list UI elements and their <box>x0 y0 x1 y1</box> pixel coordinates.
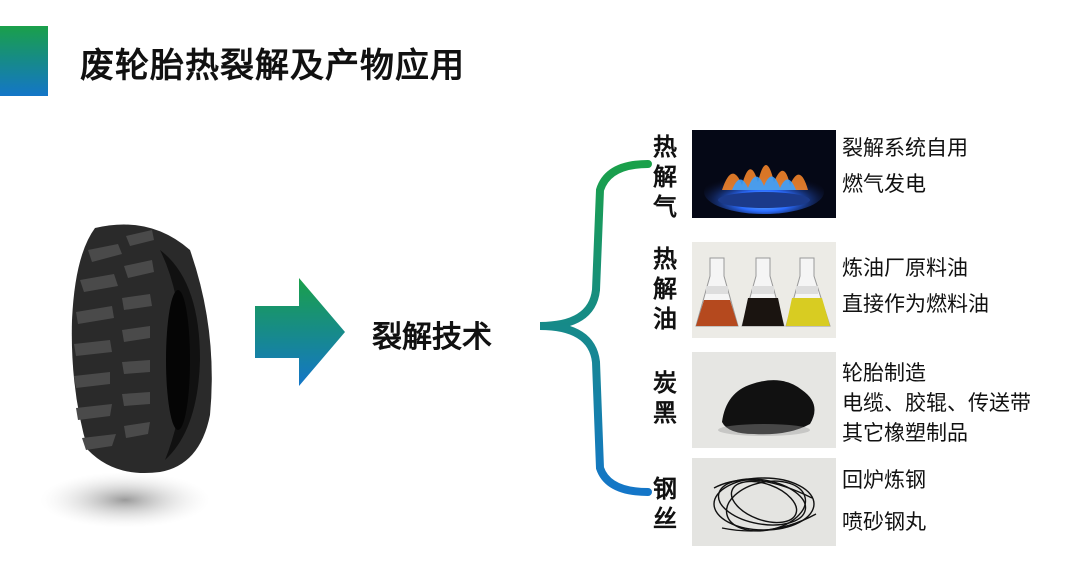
uses-steel-wire: 回炉炼钢 喷砂钢丸 <box>842 466 926 536</box>
title-accent-bar <box>0 26 48 96</box>
oil-flasks-photo <box>692 242 836 338</box>
product-name-steel-wire: 钢 丝 <box>653 475 677 533</box>
use-item: 轮胎制造 <box>842 361 926 385</box>
brace-connector <box>530 150 660 510</box>
product-name-gas: 热 解 气 <box>653 133 677 221</box>
carbon-black-photo <box>692 352 836 448</box>
use-item: 其它橡塑制品 <box>842 421 968 445</box>
page-title: 废轮胎热裂解及产物应用 <box>80 46 465 86</box>
product-name-carbon-black: 炭 黑 <box>653 369 677 427</box>
use-item: 直接作为燃料油 <box>842 292 989 316</box>
use-item: 裂解系统自用 <box>842 136 968 160</box>
tire-image <box>40 210 230 540</box>
process-label: 裂解技术 <box>372 320 492 355</box>
uses-oil: 炼油厂原料油 直接作为燃料油 <box>842 254 989 318</box>
uses-carbon-black: 轮胎制造 电缆、胶辊、传送带 其它橡塑制品 <box>842 358 1031 448</box>
use-item: 回炉炼钢 <box>842 468 926 492</box>
flame-photo <box>692 130 836 218</box>
use-item: 炼油厂原料油 <box>842 256 968 280</box>
steel-wire-photo <box>692 458 836 546</box>
use-item: 喷砂钢丸 <box>842 510 926 534</box>
right-arrow-icon <box>255 278 345 386</box>
use-item: 电缆、胶辊、传送带 <box>842 391 1031 415</box>
uses-gas: 裂解系统自用 燃气发电 <box>842 134 968 198</box>
product-name-oil: 热 解 油 <box>653 245 677 333</box>
use-item: 燃气发电 <box>842 172 926 196</box>
